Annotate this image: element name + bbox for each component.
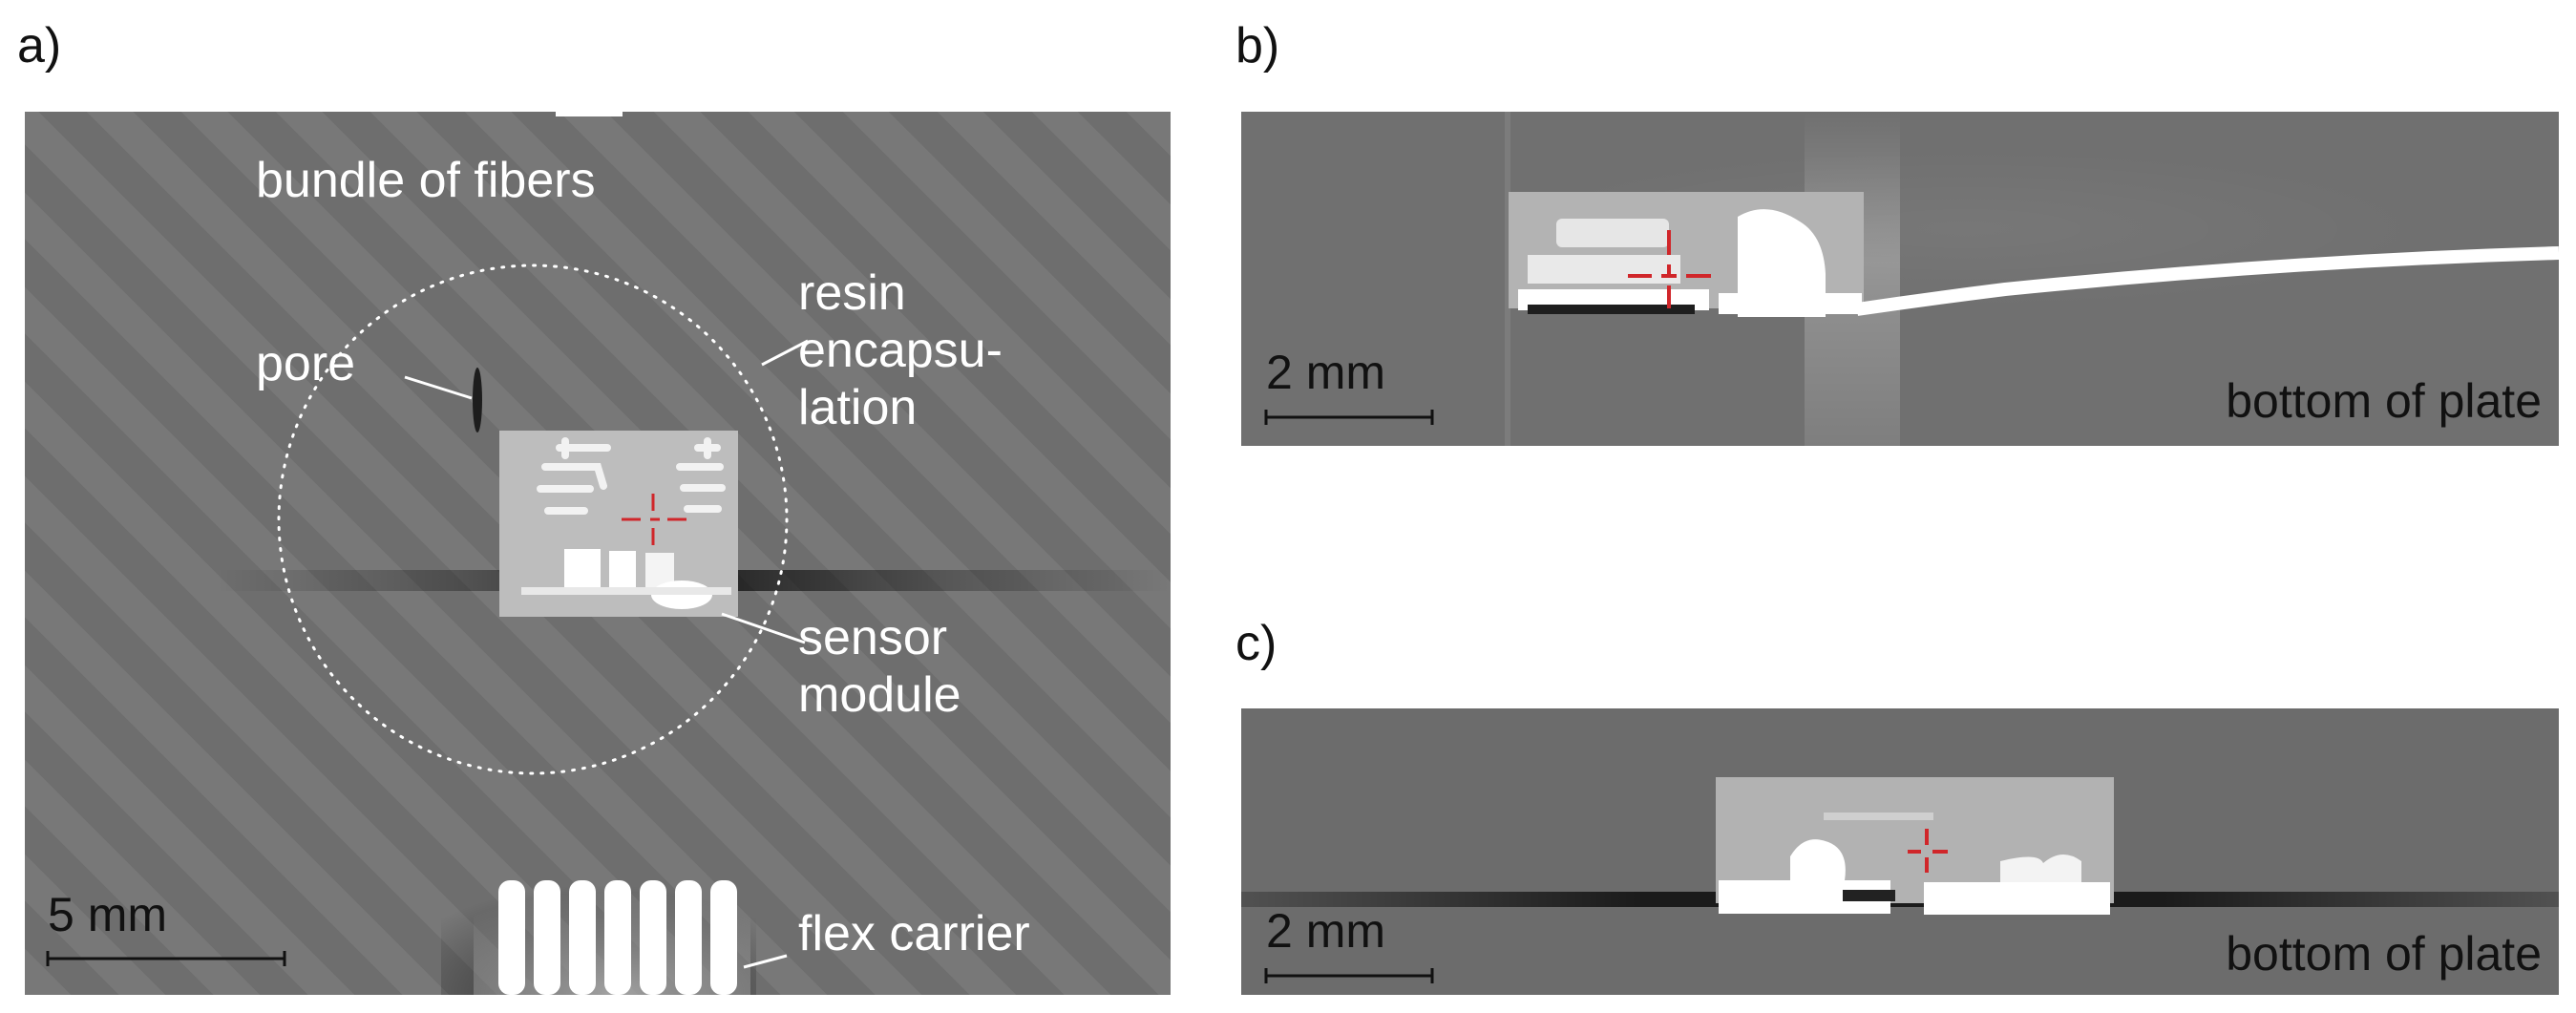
fiber-line-b [1855,246,2559,316]
sensor-components-c [1719,813,2110,915]
panel-b-letter: b) [1235,18,1280,74]
sensor-module-graphic [499,431,738,617]
scale-bar-a-label: 5 mm [48,888,167,941]
panel-b-ct-image: 2 mm bottom of plate [1241,112,2559,446]
scale-bar-c-label: 2 mm [1266,904,1385,958]
caption-b: bottom of plate [2226,374,2542,428]
scale-bar-b [1264,410,1434,425]
pore-mark [473,368,482,433]
panel-c-letter: c) [1235,616,1277,671]
panel-b-graphics [1264,112,2559,446]
leader-lines-a [404,339,809,969]
top-artifact [556,112,623,116]
panel-a-letter: a) [17,18,62,74]
crosshair-c [1908,829,1948,873]
sensor-components-b [1518,209,1862,317]
label-resin-line2: encapsu- [798,323,1003,378]
panel-c-graphics [1241,777,2559,983]
label-resin-line1: resin [798,265,906,321]
label-sensor-line1: sensor [798,610,948,665]
scale-bar-c [1264,968,1434,983]
flex-carrier-traces [498,880,737,995]
label-flex-carrier: flex carrier [798,906,1030,961]
crosshair-a [622,494,686,545]
crosshair-b [1628,230,1711,308]
panel-c-ct-image: 2 mm bottom of plate [1241,708,2559,995]
scale-bar-a [46,951,286,966]
caption-c: bottom of plate [2226,927,2542,981]
label-bundle-of-fibers: bundle of fibers [256,153,596,208]
label-pore: pore [256,336,356,391]
dotted-region-circle [277,264,789,775]
label-sensor-line2: module [798,667,961,723]
panel-a-graphics [46,112,1171,995]
scale-bar-b-label: 2 mm [1266,346,1385,399]
vertical-artifact [1505,112,1510,446]
panel-a-ct-image: bundle of fibers pore resin encapsu- lat… [25,112,1171,995]
label-resin-line3: lation [798,380,918,435]
